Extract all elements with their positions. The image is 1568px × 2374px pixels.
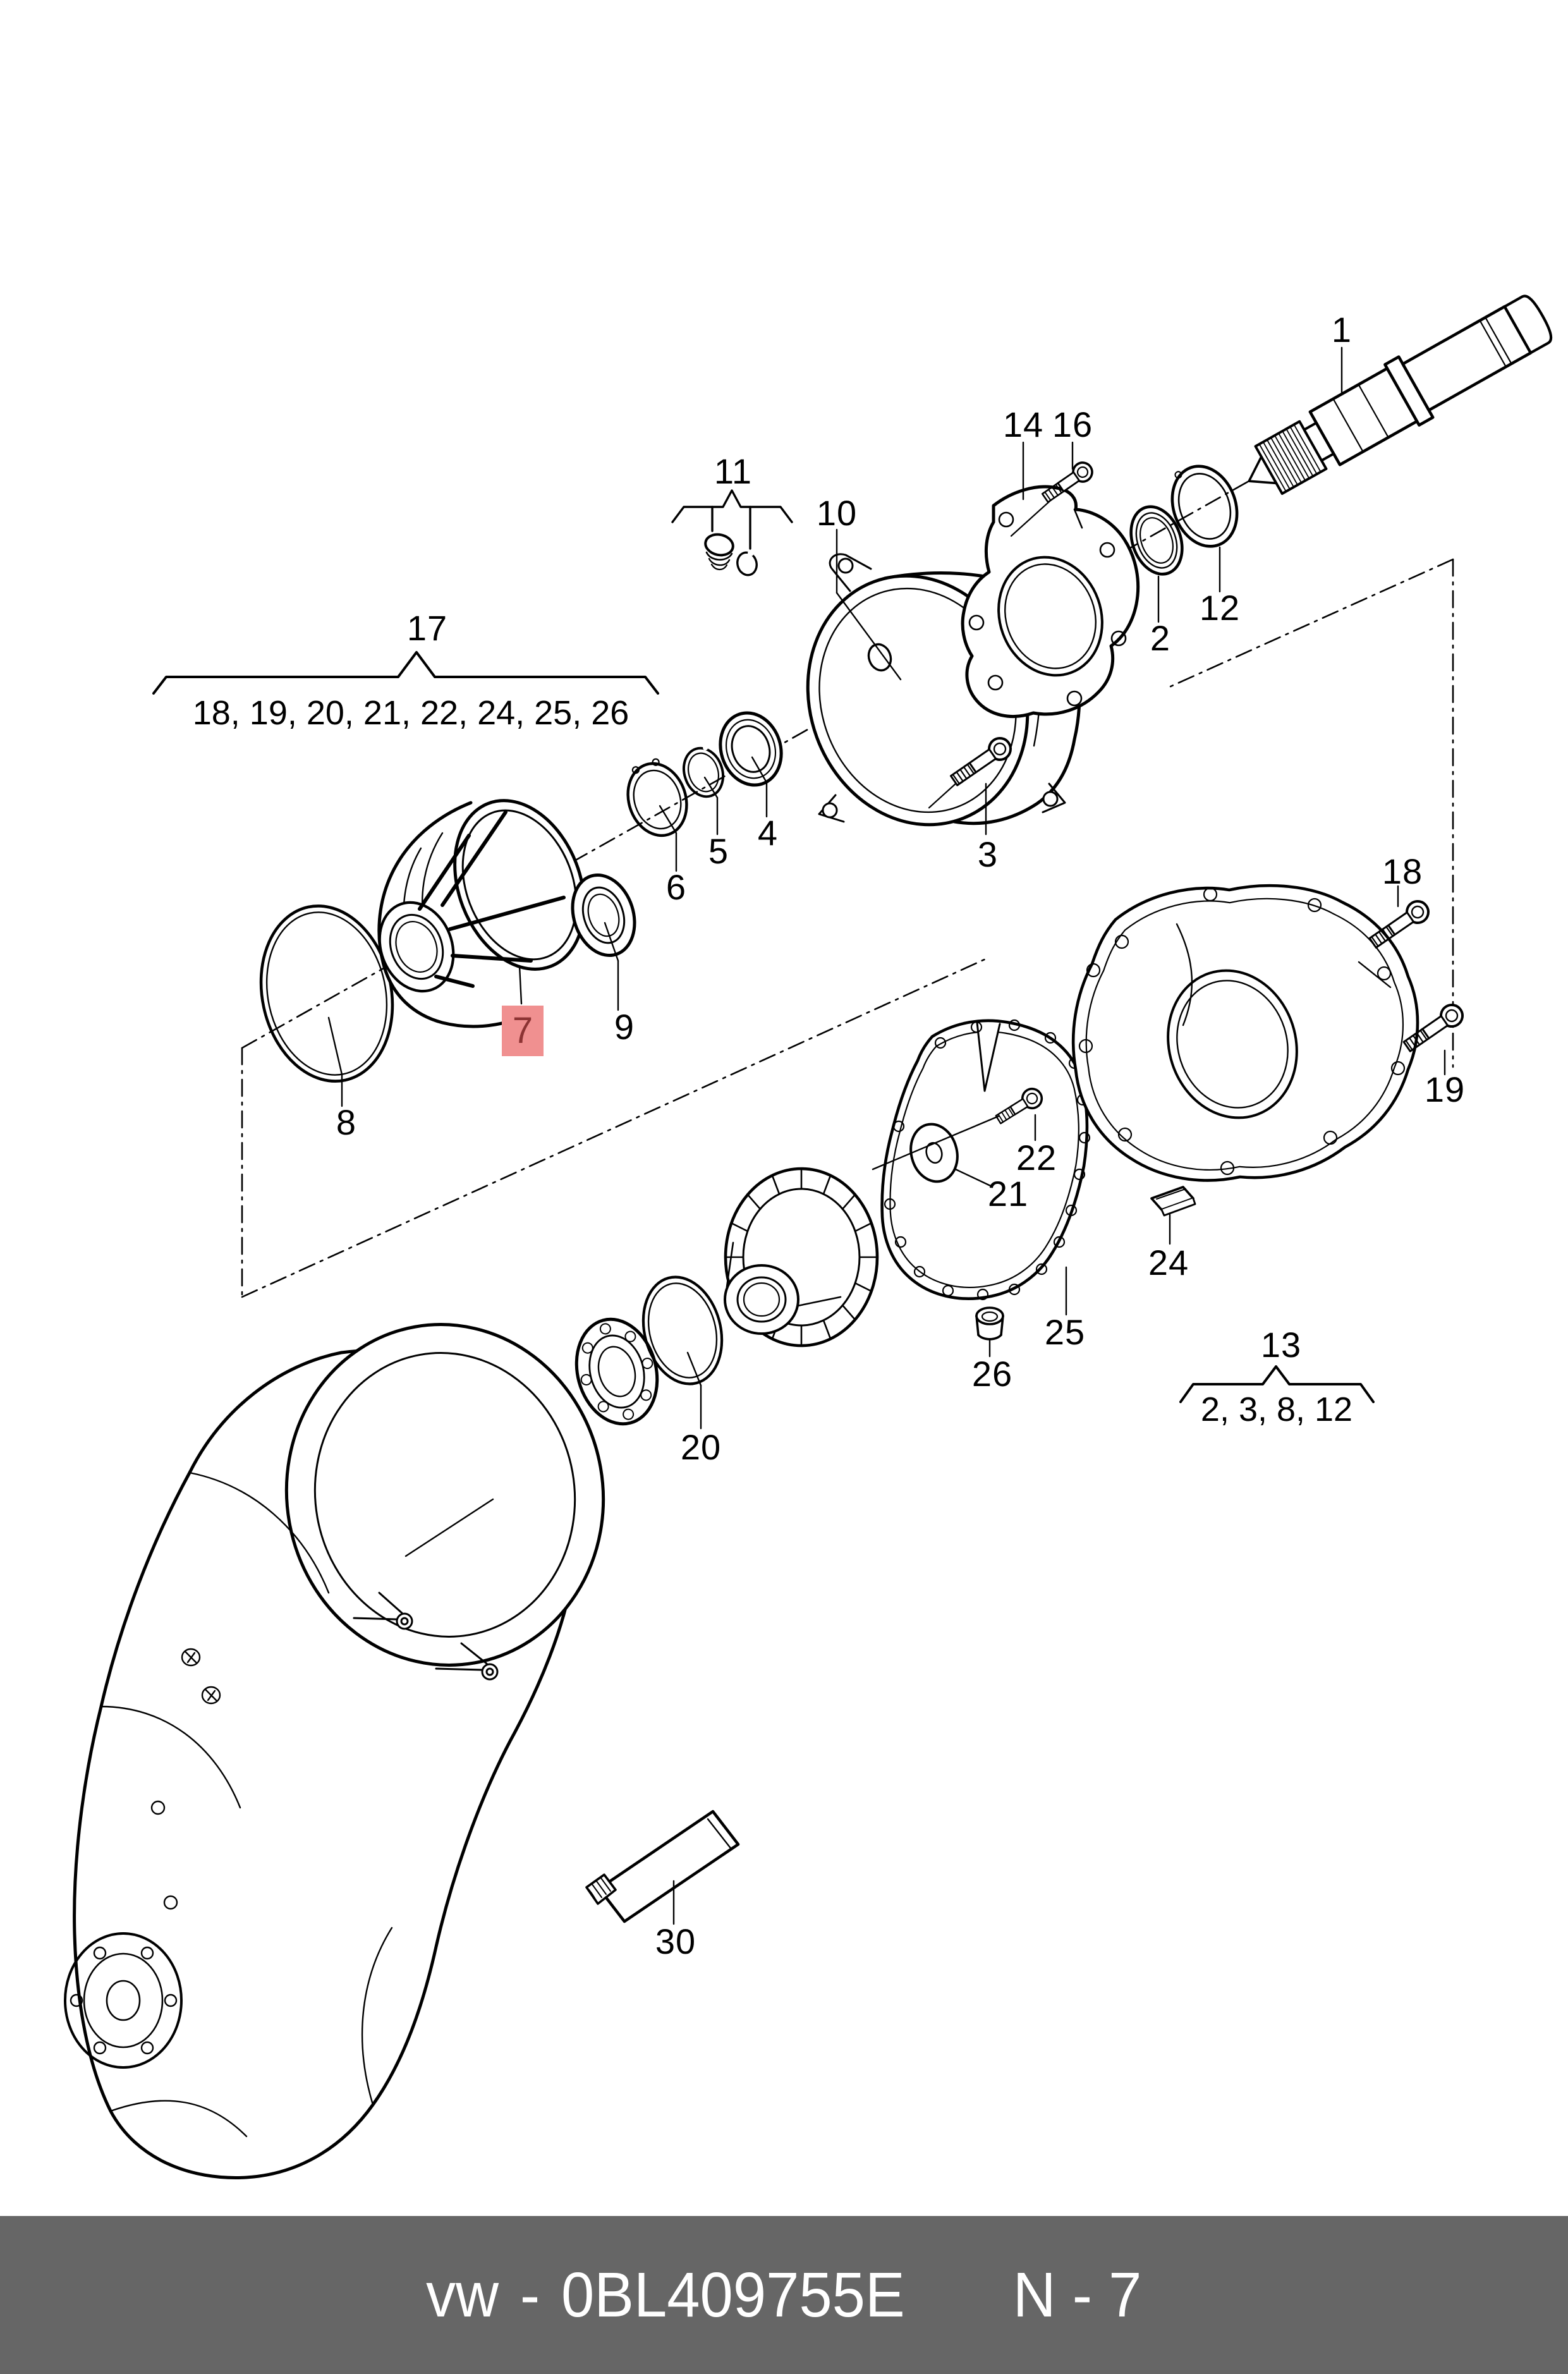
bell-opening-outer	[284, 1323, 605, 1667]
callout-4[interactable]: 4	[757, 813, 779, 853]
part-6-snap-ring	[626, 758, 688, 837]
bolt-16-axis-line	[1010, 499, 1052, 537]
callout-3[interactable]: 3	[977, 834, 999, 874]
callout-20[interactable]: 20	[680, 1427, 722, 1467]
group-frame-left-arm	[241, 958, 987, 1298]
group-17-bracket	[152, 651, 659, 695]
part-19-bolt	[1402, 1004, 1464, 1052]
transmission-case	[64, 1323, 605, 2179]
footer-part-number: 0BL409755E	[561, 2259, 905, 2330]
part-1-shaft	[1248, 295, 1553, 495]
bolt-3-axis-line	[928, 782, 957, 809]
callout-24[interactable]: 24	[1148, 1243, 1189, 1282]
group-frame-right-arm	[1168, 558, 1454, 688]
part-3-bolt	[949, 737, 1012, 786]
callout-26[interactable]: 26	[971, 1354, 1013, 1394]
flange-rim-inner	[461, 809, 578, 961]
part-7-coupling-flange	[377, 799, 586, 1028]
callout-17[interactable]: 17	[406, 608, 448, 648]
leader-lines	[327, 346, 1446, 1925]
callout-6[interactable]: 6	[665, 867, 687, 907]
case-mount-lugs	[353, 1592, 499, 1681]
bearing-balls	[580, 1323, 653, 1420]
callout-13[interactable]: 13	[1260, 1325, 1302, 1365]
gear	[724, 1167, 879, 1348]
flange-rim-outer	[453, 799, 586, 971]
footer-page-code: N - 7	[1012, 2259, 1142, 2330]
callout-16[interactable]: 16	[1052, 405, 1093, 444]
part-11-plug-and-ring	[704, 533, 758, 576]
part-14-cover	[961, 485, 1140, 718]
rear-cover-housing	[1071, 884, 1419, 1182]
footer-brand: vw	[426, 2259, 499, 2330]
part-5-circlip	[683, 745, 724, 798]
callout-19[interactable]: 19	[1424, 1069, 1466, 1109]
group-13-items: 2, 3, 8, 12	[1200, 1391, 1353, 1428]
part-12-snap-ring	[1170, 465, 1239, 548]
group-11-bracket	[671, 489, 793, 550]
callout-2[interactable]: 2	[1150, 618, 1171, 658]
part-22-bolt	[995, 1087, 1043, 1124]
footer-text: vw-0BL409755E N - 7	[426, 2259, 1141, 2332]
footer-bar: vw-0BL409755E N - 7	[0, 2216, 1568, 2374]
case-hatched-bosses	[150, 1648, 221, 1910]
callout-22[interactable]: 22	[1016, 1138, 1057, 1178]
part-4-oil-seal	[719, 711, 783, 787]
group-13-bracket	[1179, 1365, 1375, 1403]
part-20-bearing	[574, 1275, 724, 1426]
shaft-splines	[1259, 424, 1322, 492]
bell-opening-inner	[313, 1352, 576, 1638]
rear-cover-holes	[1078, 887, 1406, 1176]
callout-5[interactable]: 5	[708, 831, 729, 871]
callout-30[interactable]: 30	[655, 1921, 696, 1961]
part-2-seal-ring	[1129, 505, 1184, 576]
callout-21[interactable]: 21	[987, 1174, 1029, 1214]
callout-10[interactable]: 10	[816, 493, 858, 533]
callout-7: 7	[512, 1010, 533, 1051]
callout-11[interactable]: 11	[714, 451, 753, 491]
case-flange	[64, 1932, 183, 2069]
callout-12[interactable]: 12	[1199, 588, 1241, 628]
bolt-22-axis-line	[872, 1115, 1000, 1171]
part-24-key	[1150, 1186, 1196, 1217]
flange-vanes	[418, 810, 566, 988]
footer-separator: -	[520, 2259, 540, 2330]
callout-9[interactable]: 9	[614, 1007, 635, 1047]
highlight-box-callout-7[interactable]: 7	[502, 1006, 544, 1056]
part-26-plug	[975, 1306, 1004, 1341]
callout-14[interactable]: 14	[1002, 405, 1044, 444]
callout-8[interactable]: 8	[336, 1102, 357, 1142]
part-18-bolt	[1368, 900, 1430, 949]
callout-1[interactable]: 1	[1331, 310, 1352, 350]
callout-18[interactable]: 18	[1382, 851, 1423, 891]
callout-25[interactable]: 25	[1044, 1312, 1086, 1352]
part-9-oil-seal	[571, 873, 636, 958]
part-30-sealant-tube	[585, 1810, 740, 1923]
group-17-items: 18, 19, 20, 21, 22, 24, 25, 26	[192, 694, 629, 732]
